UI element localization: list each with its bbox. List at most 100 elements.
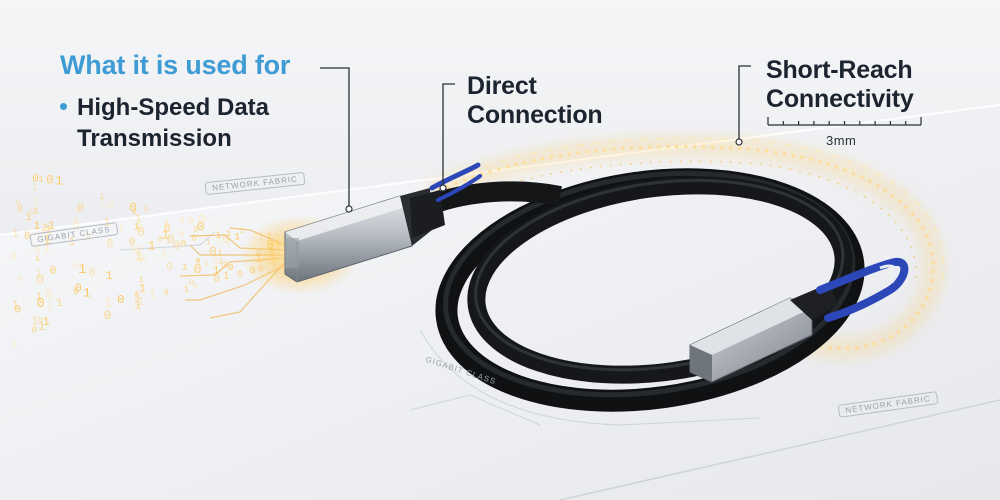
svg-text:1: 1 <box>133 290 140 303</box>
svg-text:0: 0 <box>132 244 138 255</box>
svg-text:1: 1 <box>48 219 55 233</box>
svg-text:1: 1 <box>105 297 113 311</box>
svg-text:0: 0 <box>194 263 202 278</box>
svg-text:1: 1 <box>226 229 231 239</box>
callout-leaders <box>320 65 751 207</box>
svg-text:0: 0 <box>88 268 95 280</box>
svg-text:0: 0 <box>76 206 81 216</box>
svg-text:1: 1 <box>108 200 114 212</box>
svg-text:1: 1 <box>149 288 157 303</box>
direct-connection-label: Direct Connection <box>467 72 603 129</box>
svg-text:0: 0 <box>212 257 219 269</box>
svg-text:0: 0 <box>178 229 184 241</box>
svg-text:1: 1 <box>163 218 171 233</box>
usage-bullet-text: High-Speed Data Transmission <box>77 94 270 152</box>
svg-text:0: 0 <box>214 221 220 233</box>
svg-text:1: 1 <box>83 285 91 300</box>
svg-text:1: 1 <box>138 274 144 285</box>
svg-text:0: 0 <box>71 260 78 274</box>
short-reach-label: Short-Reach Connectivity <box>766 56 914 113</box>
svg-text:0: 0 <box>37 314 43 325</box>
bullet-icon <box>60 103 67 110</box>
svg-text:0: 0 <box>134 291 139 301</box>
svg-text:0: 0 <box>72 220 80 235</box>
svg-text:1: 1 <box>204 258 210 269</box>
svg-text:1: 1 <box>161 248 167 259</box>
qsfp-connector-left <box>240 162 482 295</box>
svg-text:1: 1 <box>40 226 45 236</box>
svg-text:1: 1 <box>12 300 18 312</box>
svg-text:1: 1 <box>36 269 42 280</box>
svg-text:0: 0 <box>194 266 199 275</box>
usage-bullet: High-Speed Data Transmission <box>60 92 307 154</box>
slab-front-edge <box>559 399 1000 500</box>
svg-text:1: 1 <box>34 221 40 233</box>
svg-text:0: 0 <box>104 308 112 323</box>
svg-text:0: 0 <box>136 221 144 236</box>
svg-text:0: 0 <box>193 224 199 235</box>
svg-text:0: 0 <box>198 212 206 227</box>
svg-text:0: 0 <box>36 273 44 289</box>
svg-text:1: 1 <box>142 257 147 267</box>
svg-text:0: 0 <box>102 199 109 213</box>
svg-text:1: 1 <box>135 214 142 226</box>
svg-text:0: 0 <box>137 244 143 256</box>
svg-text:0: 0 <box>29 208 34 218</box>
svg-text:0: 0 <box>32 325 38 336</box>
svg-text:1: 1 <box>137 295 144 309</box>
svg-text:0: 0 <box>46 174 54 188</box>
svg-text:1: 1 <box>78 262 86 278</box>
svg-text:0: 0 <box>237 269 243 281</box>
svg-text:1: 1 <box>31 316 38 329</box>
svg-text:0: 0 <box>167 232 175 247</box>
scale-bar <box>767 117 922 126</box>
svg-text:0: 0 <box>197 219 205 234</box>
svg-text:1: 1 <box>218 256 224 267</box>
svg-text:0: 0 <box>44 286 52 301</box>
svg-text:1: 1 <box>42 223 48 235</box>
svg-text:0: 0 <box>15 305 21 317</box>
svg-text:1: 1 <box>85 232 91 243</box>
svg-text:1: 1 <box>234 232 240 243</box>
svg-text:1: 1 <box>103 216 110 230</box>
svg-text:0: 0 <box>35 245 41 257</box>
svg-text:0: 0 <box>18 274 23 284</box>
svg-text:1: 1 <box>213 266 220 278</box>
svg-text:1: 1 <box>99 192 104 202</box>
svg-text:0: 0 <box>24 231 30 243</box>
svg-text:1: 1 <box>56 298 63 310</box>
usage-heading: What it is used for <box>60 50 291 80</box>
svg-text:0: 0 <box>216 239 222 250</box>
svg-text:0: 0 <box>129 237 136 249</box>
svg-text:1: 1 <box>182 261 188 272</box>
svg-text:1: 1 <box>35 254 40 263</box>
svg-text:0: 0 <box>222 233 229 247</box>
svg-text:0: 0 <box>77 203 84 215</box>
svg-text:1: 1 <box>25 212 32 224</box>
svg-text:1: 1 <box>223 271 230 283</box>
svg-text:1: 1 <box>43 232 51 247</box>
svg-text:1: 1 <box>134 249 142 264</box>
svg-text:0: 0 <box>10 252 16 264</box>
svg-text:0: 0 <box>188 216 195 228</box>
svg-text:0: 0 <box>195 257 200 266</box>
svg-text:0: 0 <box>73 287 79 298</box>
svg-text:0: 0 <box>188 277 194 288</box>
svg-text:1: 1 <box>38 175 43 185</box>
svg-text:0: 0 <box>37 297 45 312</box>
svg-text:0: 0 <box>137 252 144 266</box>
svg-text:1: 1 <box>45 225 52 237</box>
svg-text:1: 1 <box>175 240 180 250</box>
svg-text:0: 0 <box>73 217 79 228</box>
qsfp-connector-right <box>689 257 909 383</box>
svg-text:1: 1 <box>148 238 156 253</box>
svg-text:0: 0 <box>164 289 169 298</box>
callout-dots <box>345 138 743 213</box>
svg-text:1: 1 <box>43 315 50 329</box>
svg-text:1: 1 <box>11 338 18 352</box>
svg-text:1: 1 <box>68 235 75 249</box>
svg-text:1: 1 <box>217 248 223 259</box>
svg-text:0: 0 <box>173 239 181 253</box>
svg-text:0: 0 <box>228 262 234 273</box>
svg-text:1: 1 <box>48 294 54 305</box>
